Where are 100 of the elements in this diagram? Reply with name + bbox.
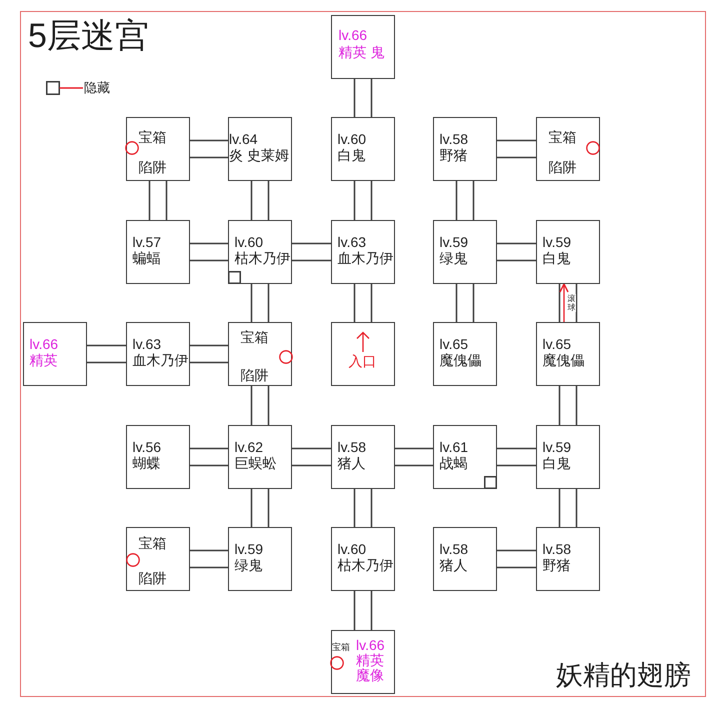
room-label: 魔傀儡 [542,352,584,368]
corridor [354,488,372,528]
room-box [433,527,497,591]
corridor [189,550,229,568]
room-label: 白鬼 [542,455,570,471]
room-box [331,322,395,386]
room-label: lv.58 [338,439,366,455]
room-label: 宝箱 [240,329,268,345]
room-box [228,322,292,386]
room-label: 蝙蝠 [132,250,160,266]
room-label: lv.65 [542,336,572,352]
room-box [23,322,87,386]
room-label: 宝箱 [138,129,166,145]
room-label: lv.58 [542,541,572,557]
room-box [126,527,190,591]
corridor [456,283,474,323]
room-box [433,117,497,181]
room-label: 血木乃伊 [338,250,394,266]
room-box [331,117,395,181]
room-label: lv.59 [440,234,468,250]
room-label: 白鬼 [338,147,366,163]
room-label: 绿鬼 [440,250,468,266]
room-box [536,425,600,489]
room-label: lv.66 [338,27,368,43]
room-label: 精英魔像 [356,653,385,683]
room-box [331,220,395,284]
title: 5层迷宫 [28,16,149,56]
corridor [189,140,229,158]
corridor [496,448,537,466]
room-label: 猪人 [338,455,366,471]
corridor [189,242,229,262]
room-label: 蝴蝶 [132,455,160,471]
room-label: lv.65 [440,336,468,352]
room-box [331,425,395,489]
arrow [559,283,569,322]
room-label: lv.60 [338,541,366,557]
room-label: 陷阱 [138,570,166,586]
room-box [433,425,497,489]
room-label: 炎 史莱姆 [229,147,289,163]
room-box [331,527,395,591]
room-label: 野猪 [542,557,570,573]
corridor [354,78,372,118]
legend-text: 隐藏 [84,80,110,96]
room-box [331,15,395,79]
room-label: lv.57 [132,234,162,250]
corridor [496,140,537,158]
room-box [126,322,190,386]
room-box [126,117,190,181]
room-label: lv.66 [30,336,58,352]
room-label: lv.59 [542,439,572,455]
room-label: 宝箱 [138,535,166,551]
room-label: 绿鬼 [234,557,262,573]
room-label: 白鬼 [542,250,570,266]
room-label: lv.58 [440,131,468,147]
signature-text: 妖精的翅膀 [556,659,691,691]
room-label: 陷阱 [138,159,166,175]
room-label: lv.64 [229,131,258,147]
corridor [250,180,270,221]
room-label: lv.56 [132,439,162,455]
room-label: 枯木乃伊 [338,557,394,573]
corridor [354,283,372,323]
corridor [354,180,372,221]
room-label: lv.62 [234,439,264,455]
room-label: 入口 [348,353,378,369]
corridor [496,550,537,568]
corridor [558,385,578,426]
room-label: 陷阱 [240,367,268,383]
room-label: 宝箱 [332,642,350,653]
room-label: lv.58 [440,541,468,557]
room-box [228,220,292,284]
room-label: lv.60 [338,131,366,147]
corridor [86,344,127,364]
room-label: lv.60 [234,234,264,250]
corridor [189,344,229,364]
room-label: 宝箱 [548,129,576,145]
room-label: lv.66 [356,637,385,653]
room-label: lv.59 [234,541,264,557]
corridor [189,448,229,466]
corridor [456,180,474,221]
corridor [148,180,168,221]
room-box [536,322,600,386]
room-box [536,220,600,284]
room-label: 精英 [30,352,58,368]
corridor [354,590,372,631]
corridor [291,448,332,466]
corridor [496,242,537,262]
room-box [433,322,497,386]
room-label: 巨蜈蚣 [234,455,276,471]
room-label: 陷阱 [548,159,576,175]
corridor [394,448,434,466]
room-box [228,117,292,181]
room-box [126,425,190,489]
room-label: lv.63 [132,336,162,352]
room-box [331,630,395,694]
room-label: lv.59 [542,234,572,250]
room-label: 野猪 [440,147,468,163]
room-box [228,425,292,489]
room-label: 精英 鬼 [338,44,384,60]
room-box [536,117,600,181]
room-box [228,527,292,591]
